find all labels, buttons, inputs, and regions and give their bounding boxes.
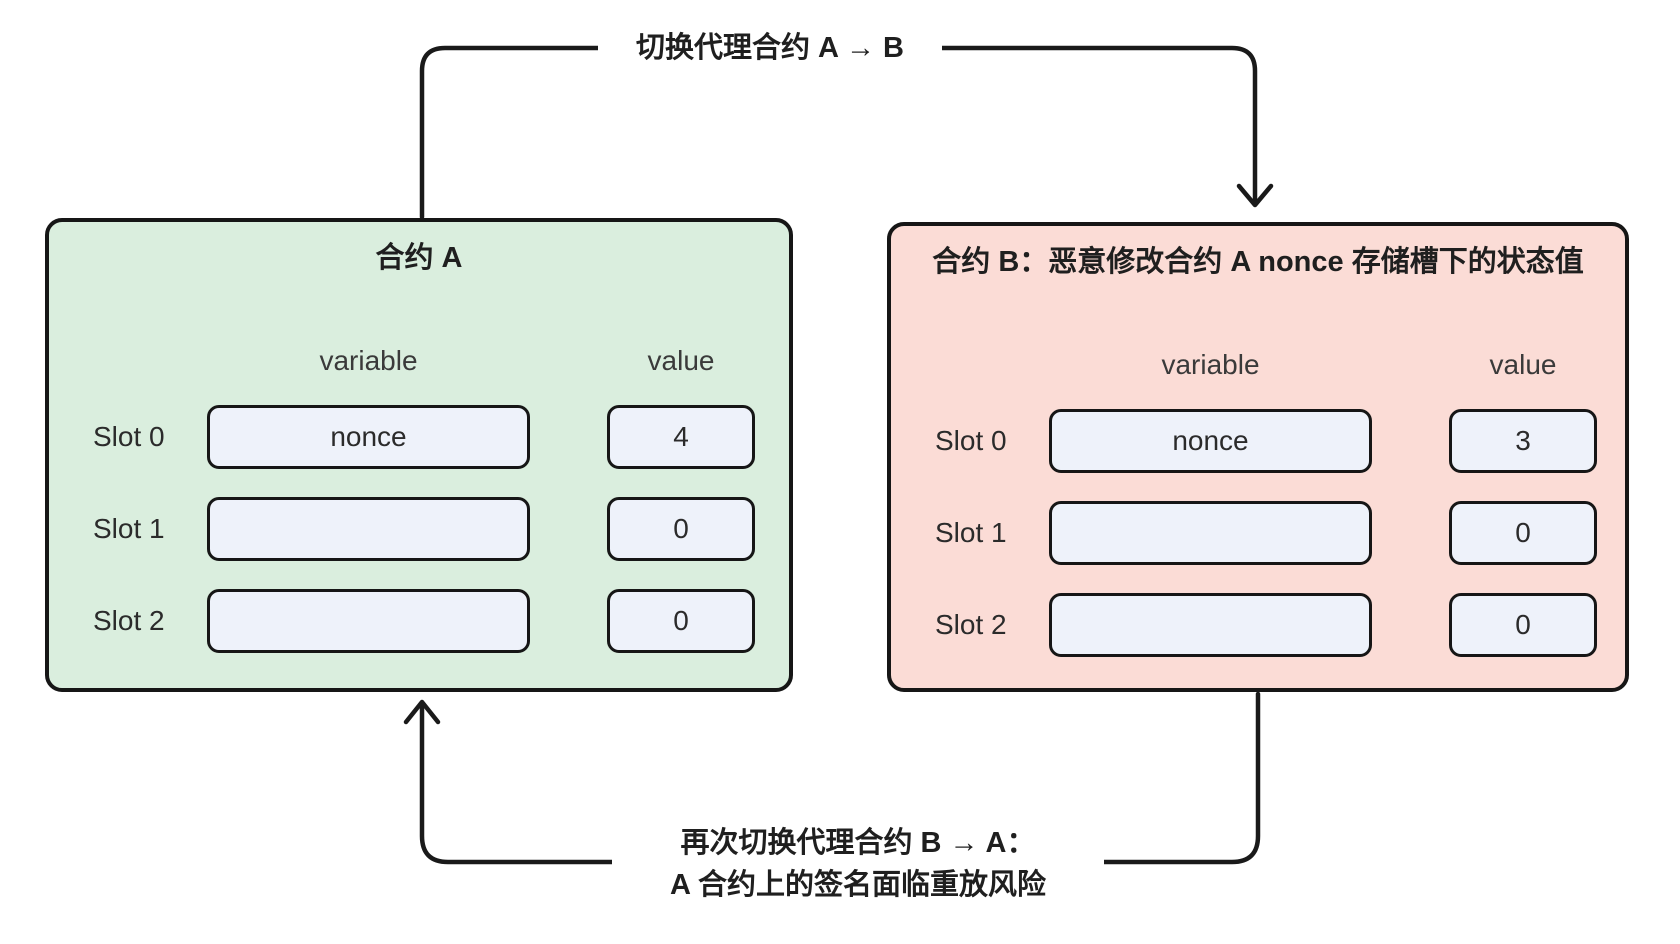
contract-b-slot-row-2: Slot 2 0 — [891, 593, 1625, 657]
slot-variable-cell — [207, 497, 530, 561]
slot-label: Slot 0 — [93, 421, 165, 452]
contract-a-slot-row-1: Slot 1 0 — [49, 497, 789, 561]
contract-b-title: 合约 B：恶意修改合约 A nonce 存储槽下的状态值 — [932, 246, 1584, 278]
slot-variable-cell: nonce — [207, 405, 530, 469]
bottom-arrow-head-icon — [403, 699, 441, 725]
contract-a-slot-row-0: Slot 0 nonce 4 — [49, 405, 789, 469]
contract-b-slot-row-0: Slot 0 nonce 3 — [891, 409, 1625, 473]
contract-b-column-header-value: value — [1489, 349, 1557, 380]
contract-a-column-header-value: value — [647, 345, 715, 376]
slot-label: Slot 1 — [93, 513, 165, 544]
slot-variable-cell — [207, 589, 530, 653]
slot-variable-cell: nonce — [1049, 409, 1372, 473]
contract-a-column-header-variable: variable — [319, 345, 418, 376]
slot-label: Slot 2 — [93, 605, 165, 636]
contract-b-column-header-variable: variable — [1161, 349, 1260, 380]
contract-a-title: 合约 A — [375, 242, 463, 274]
slot-variable-cell — [1049, 501, 1372, 565]
slot-value-cell: 0 — [1449, 593, 1597, 657]
bottom-arrow-label-line1: 再次切换代理合约 B → A： — [680, 827, 1036, 859]
contract-a-slot-row-2: Slot 2 0 — [49, 589, 789, 653]
bottom-arrow-label: 再次切换代理合约 B → A： A 合约上的签名面临重放风险 — [612, 822, 1104, 906]
contract-b-box: 合约 B：恶意修改合约 A nonce 存储槽下的状态值 variable va… — [887, 222, 1629, 692]
slot-label: Slot 2 — [935, 609, 1007, 640]
slot-value-cell: 0 — [607, 589, 755, 653]
bottom-arrow-label-line2: A 合约上的签名面临重放风险 — [670, 869, 1046, 901]
slot-value-cell: 0 — [607, 497, 755, 561]
slot-variable-cell — [1049, 593, 1372, 657]
contract-a-box: 合约 A variable value Slot 0 nonce 4 Slot … — [45, 218, 793, 692]
slot-value-cell: 4 — [607, 405, 755, 469]
top-arrow-label: 切换代理合约 A → B — [598, 27, 942, 69]
slot-label: Slot 1 — [935, 517, 1007, 548]
contract-b-slot-row-1: Slot 1 0 — [891, 501, 1625, 565]
slot-value-cell: 0 — [1449, 501, 1597, 565]
slot-label: Slot 0 — [935, 425, 1007, 456]
slot-value-cell: 3 — [1449, 409, 1597, 473]
top-arrow-head-icon — [1236, 183, 1274, 208]
top-arrow-line — [419, 45, 1258, 220]
